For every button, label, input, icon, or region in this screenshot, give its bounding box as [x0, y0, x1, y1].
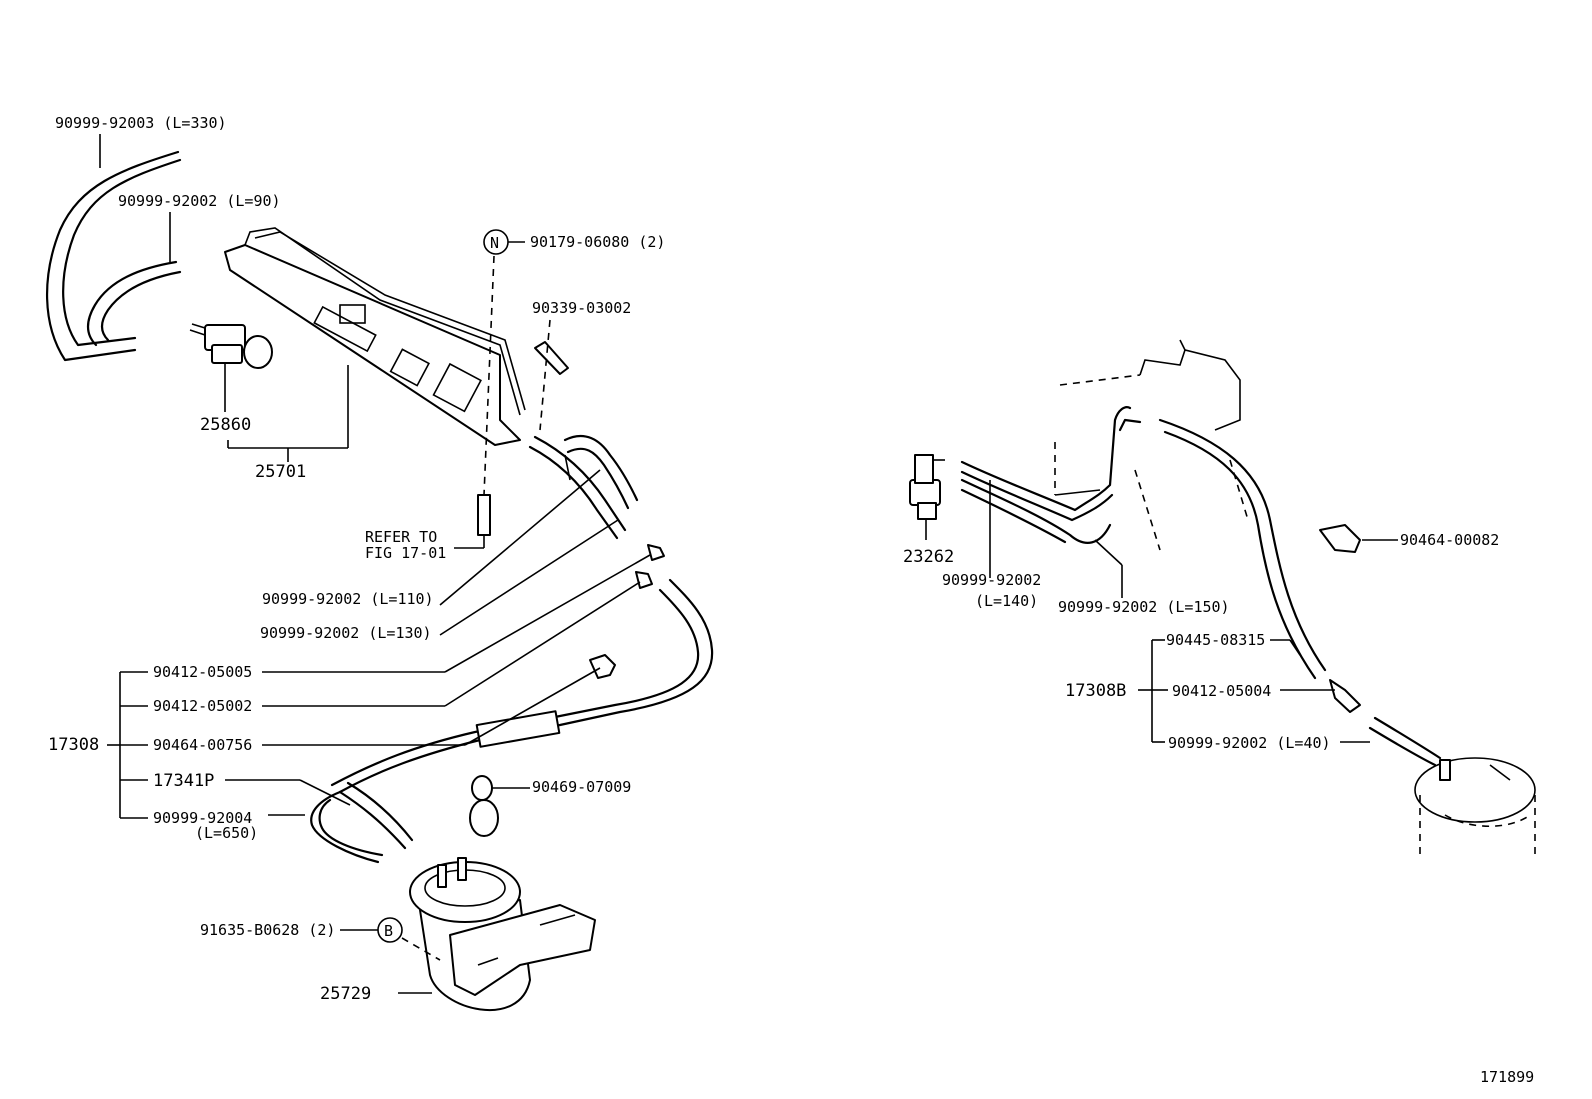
label-90464-00082: 90464-00082: [1400, 531, 1499, 549]
label-90999-92003: 90999-92003 (L=330): [55, 114, 227, 132]
canister-25729: B: [340, 857, 596, 1012]
hose-long-right: [1158, 418, 1442, 767]
clamp-90469: [469, 775, 530, 837]
hose-90999-92003: [46, 150, 182, 362]
label-17308: 17308: [48, 735, 99, 755]
group-17308-leaders: [107, 554, 651, 819]
label-fig-17-01: FIG 17-01: [365, 544, 446, 562]
label-25860: 25860: [200, 415, 251, 435]
label-hose-l140-a: 90999-92002: [942, 571, 1041, 589]
label-90464-00756: 90464-00756: [153, 736, 252, 754]
label-90412-05004: 90412-05004: [1172, 682, 1271, 700]
union-90339: [534, 319, 569, 431]
vsv-25860: [189, 323, 273, 412]
figure-number: 171899: [1480, 1068, 1534, 1086]
label-hose-l130: 90999-92002 (L=130): [260, 624, 432, 642]
screw-90179: N: [454, 229, 525, 549]
label-hose-l110: 90999-92002 (L=110): [262, 590, 434, 608]
clip-90464-00082: [1319, 524, 1398, 553]
hose-90999-92002-l90: [86, 260, 182, 347]
label-90999-92004: 90999-92004: [153, 809, 252, 827]
label-hose-l150: 90999-92002 (L=150): [1058, 598, 1230, 616]
label-l650: (L=650): [195, 824, 258, 842]
label-hose-l40: 90999-92002 (L=40): [1168, 734, 1331, 752]
tube-17341p: [310, 578, 714, 864]
vsv-23262: [909, 454, 945, 540]
label-hose-l140-b: (L=140): [975, 592, 1038, 610]
label-25701: 25701: [255, 462, 306, 482]
callout-n: N: [490, 234, 499, 252]
label-90339-03002: 90339-03002: [532, 299, 631, 317]
label-17341p: 17341P: [153, 771, 214, 791]
callout-b: B: [384, 922, 393, 940]
bracket-25701: [224, 227, 526, 462]
canister-right: [1414, 757, 1536, 860]
label-25729: 25729: [320, 984, 371, 1004]
hose-l140-l150: [960, 406, 1142, 598]
label-90412-05005: 90412-05005: [153, 663, 252, 681]
label-17308b: 17308B: [1065, 681, 1126, 701]
label-90179-06080: 90179-06080 (2): [530, 233, 665, 251]
group-17308b-leaders: [1138, 639, 1370, 743]
label-91635-b0628: 91635-B0628 (2): [200, 921, 335, 939]
label-90469-07009: 90469-07009: [532, 778, 631, 796]
label-90999-92002-l90: 90999-92002 (L=90): [118, 192, 281, 210]
label-refer-to: REFER TO: [365, 528, 437, 546]
label-90445-08315: 90445-08315: [1166, 631, 1265, 649]
hose-l110-l130: [439, 434, 639, 636]
engine-outline: [1054, 339, 1249, 551]
clamps-90412: [589, 544, 665, 679]
label-23262: 23262: [903, 547, 954, 567]
label-90412-05002: 90412-05002: [153, 697, 252, 715]
